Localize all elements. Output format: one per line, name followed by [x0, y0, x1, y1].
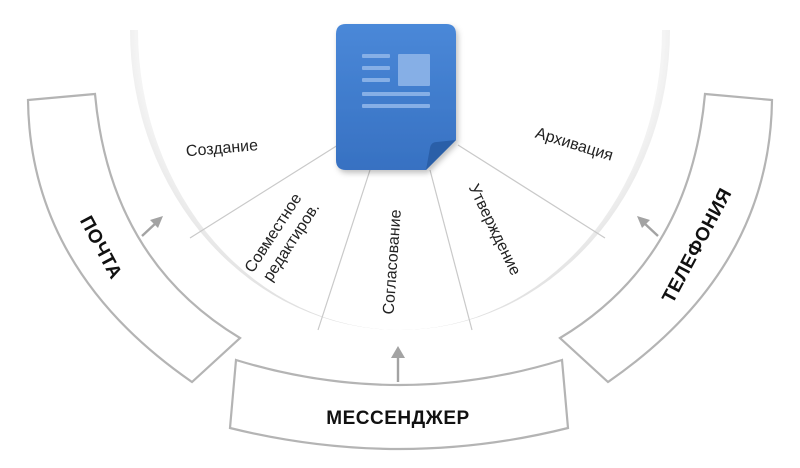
divider-2 — [317, 169, 371, 331]
divider-4 — [457, 144, 606, 239]
divider-1 — [189, 144, 339, 239]
segment-dividers — [189, 144, 606, 331]
document-icon — [336, 24, 456, 170]
arrow-up-left-icon — [637, 216, 650, 228]
channel-label-messenger: МЕССЕНДЖЕР — [326, 408, 469, 429]
arrow-up-icon — [391, 346, 405, 358]
channel-band-mail: ПОЧТА — [26, 92, 242, 384]
divider-3 — [429, 169, 473, 331]
stage-label-create: Создание — [185, 137, 258, 160]
channel-band-messenger: МЕССЕНДЖЕР — [228, 346, 570, 451]
arrow-up-right-icon — [150, 216, 163, 228]
stage-fan — [138, 30, 662, 330]
